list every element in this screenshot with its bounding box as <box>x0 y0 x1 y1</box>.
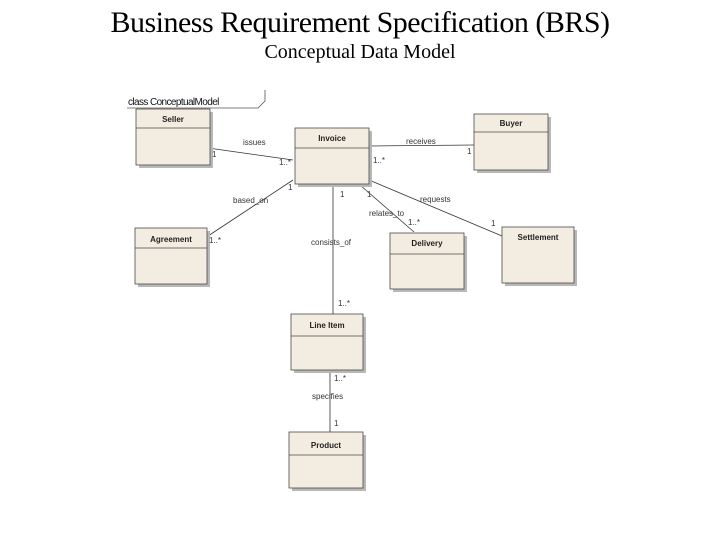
class-box <box>135 108 211 166</box>
class-name: Invoice <box>318 134 346 143</box>
class-name: Product <box>311 441 342 450</box>
class-box <box>288 431 364 489</box>
multiplicity-delivery-relates-to: 1..* <box>408 218 420 227</box>
multiplicity-buyer-receives: 1 <box>467 147 472 156</box>
multiplicity-labels: 1 1..* 1..* 1 1 1..* 1 1 1..* 1 1..* 1..… <box>209 147 496 428</box>
multiplicity-invoice-issues: 1..* <box>279 158 291 167</box>
class-product[interactable]: Product <box>288 431 366 491</box>
class-box <box>473 113 549 171</box>
association-lines <box>207 144 503 432</box>
association-specifies-label: specifies <box>312 392 343 401</box>
issues-line <box>207 147 294 161</box>
class-name: Delivery <box>411 239 443 248</box>
multiplicity-invoice-relates-to: 1 <box>367 190 372 199</box>
relates-to-line <box>359 184 415 233</box>
class-name: Line Item <box>309 321 344 330</box>
page-subtitle: Conceptual Data Model <box>264 41 456 63</box>
class-box <box>290 313 364 371</box>
class-buyer[interactable]: Buyer <box>473 113 551 173</box>
class-box <box>134 227 208 285</box>
multiplicity-line-item-specifies: 1..* <box>334 374 346 383</box>
multiplicity-seller-issues: 1 <box>212 150 217 159</box>
diagram-frame-label: class ConceptualModel <box>128 97 219 108</box>
multiplicity-product-specifies: 1 <box>334 419 339 428</box>
multiplicity-line-item-consists-of: 1..* <box>338 299 350 308</box>
class-name: Agreement <box>150 235 192 244</box>
class-delivery[interactable]: Delivery <box>389 232 467 292</box>
multiplicity-invoice-receives: 1..* <box>373 156 385 165</box>
page-title: Business Requirement Specification (BRS) <box>110 6 610 39</box>
class-seller[interactable]: Seller <box>135 108 213 168</box>
multiplicity-agreement-based-on: 1..* <box>209 236 221 245</box>
association-issues-label: issues <box>243 138 266 147</box>
class-line-item[interactable]: Line Item <box>290 313 366 373</box>
association-consists-of-label: consists_of <box>311 238 352 247</box>
class-name: Seller <box>162 115 184 124</box>
class-name: Settlement <box>518 233 559 242</box>
multiplicity-settlement-requests: 1 <box>491 219 496 228</box>
class-box <box>501 226 575 284</box>
association-labels: issues receives based_on requests relate… <box>233 137 451 401</box>
class-box <box>389 232 465 290</box>
diagram-frame-tab <box>127 90 266 109</box>
association-requests-label: requests <box>420 195 451 204</box>
association-relates-to-label: relates_to <box>369 209 405 218</box>
association-receives-label: receives <box>406 137 436 146</box>
multiplicity-invoice-based-on: 1 <box>288 183 293 192</box>
class-box <box>294 127 370 185</box>
class-name: Buyer <box>500 119 523 128</box>
multiplicity-invoice-consists-of: 1 <box>340 190 345 199</box>
requests-line <box>368 179 503 237</box>
based-on-line <box>207 179 294 237</box>
receives-line <box>368 144 475 147</box>
class-agreement[interactable]: Agreement <box>134 227 210 287</box>
association-based-on-label: based_on <box>233 196 268 205</box>
class-settlement[interactable]: Settlement <box>501 226 577 286</box>
class-invoice[interactable]: Invoice <box>294 127 372 187</box>
